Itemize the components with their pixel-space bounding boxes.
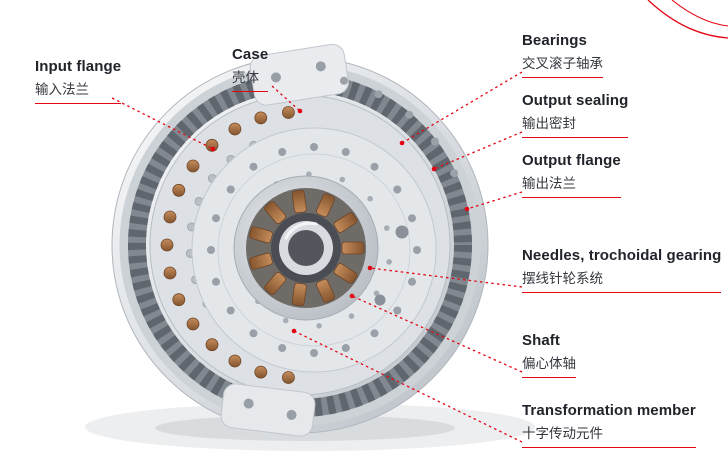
label-output-flange: Output flange 输出法兰 <box>522 152 621 198</box>
leader-lines <box>111 71 523 443</box>
label-shaft-en: Shaft <box>522 332 560 349</box>
gearbox-cutaway-illustration <box>85 43 535 451</box>
label-bearings-zh: 交叉滚子轴承 <box>522 56 603 71</box>
label-output-sealing-zh: 输出密封 <box>522 116 576 131</box>
center-bore <box>288 230 324 266</box>
label-output-flange-en: Output flange <box>522 152 621 169</box>
label-transformation-en: Transformation member <box>522 402 696 419</box>
label-bearings: Bearings 交叉滚子轴承 <box>522 32 603 78</box>
case-bolt-holes <box>340 76 459 178</box>
label-input-flange: Input flange 输入法兰 <box>35 58 122 104</box>
flange-groove <box>217 153 411 347</box>
label-needles-zh: 摆线针轮系统 <box>522 271 603 286</box>
roller-bearing-rollers <box>248 189 365 307</box>
label-input-flange-zh: 输入法兰 <box>35 82 89 97</box>
label-output-sealing-en: Output sealing <box>522 92 629 109</box>
label-case-en: Case <box>232 46 269 63</box>
label-bearings-en: Bearings <box>522 32 587 49</box>
label-case-zh: 壳体 <box>232 70 259 85</box>
label-needles-en: Needles, trochoidal gearing <box>522 247 722 264</box>
case-lug-top <box>249 43 349 106</box>
case-lug-bottom <box>220 383 316 437</box>
corner-swoosh <box>647 0 728 39</box>
flange-bolt-circle-outer <box>207 143 421 357</box>
flange-pin-hole <box>395 225 409 239</box>
label-input-flange-en: Input flange <box>35 58 122 75</box>
label-needles-trochoidal-gearing: Needles, trochoidal gearing 摆线针轮系统 <box>522 247 722 293</box>
label-output-sealing: Output sealing 输出密封 <box>522 92 629 138</box>
flange-pin-hole-2 <box>374 294 386 306</box>
sleeve-highlight <box>284 221 318 240</box>
label-shaft: Shaft 偏心体轴 <box>522 332 576 378</box>
label-output-flange-zh: 输出法兰 <box>522 176 576 191</box>
label-transformation-member: Transformation member 十字传动元件 <box>522 402 696 448</box>
trochoidal-pin-arc <box>160 106 295 384</box>
label-shaft-zh: 偏心体轴 <box>522 356 576 371</box>
label-case: Case 壳体 <box>232 46 269 92</box>
label-transformation-zh: 十字传动元件 <box>522 426 603 441</box>
